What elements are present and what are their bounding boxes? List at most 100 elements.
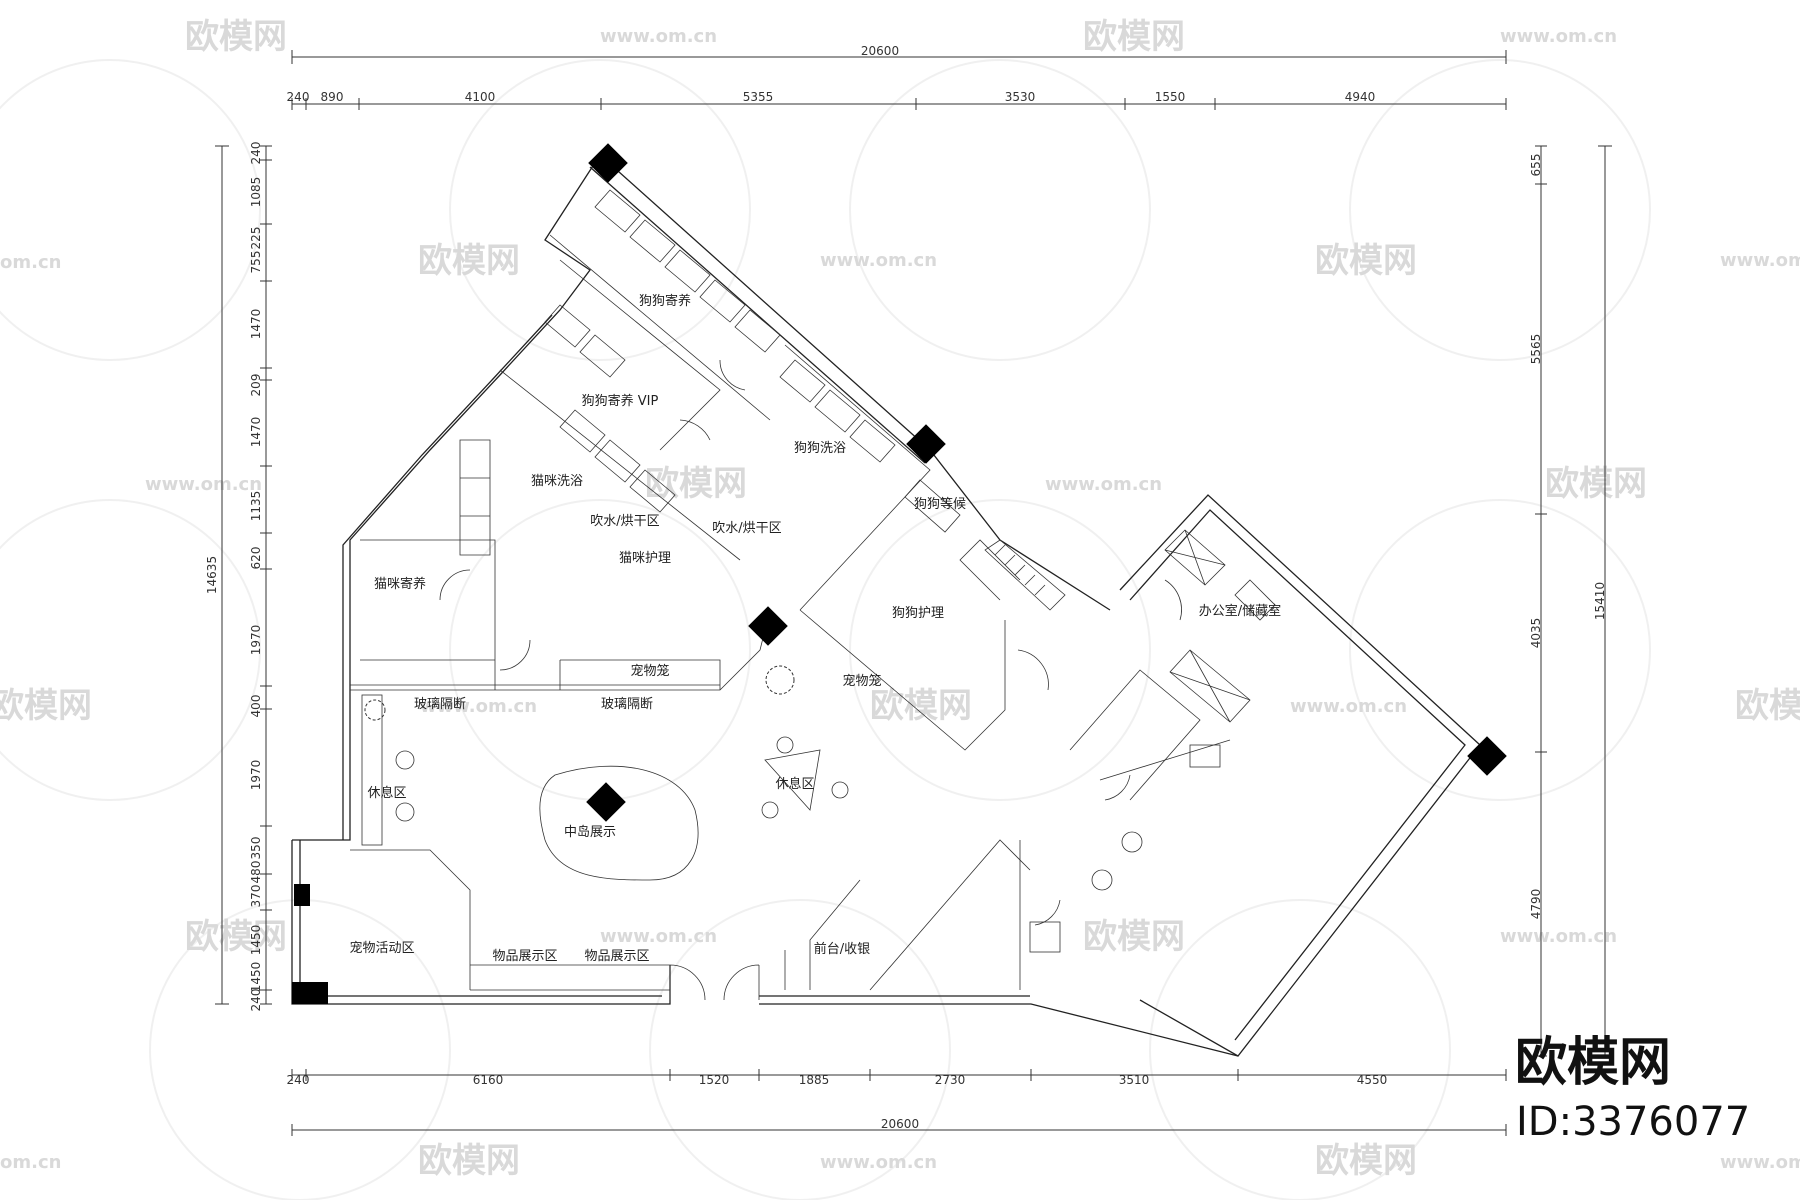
column <box>1467 736 1507 776</box>
right-dimension: 5565 <box>1529 334 1543 365</box>
sink <box>1189 744 1221 768</box>
watermark-brand: 欧模网 <box>185 917 287 957</box>
watermark-brand: 欧模网 <box>1315 1141 1417 1181</box>
room-label-cat-care: 猫咪护理 <box>619 551 671 566</box>
room-label-dog-care: 狗狗护理 <box>892 606 944 621</box>
cat-cabinet <box>459 439 491 556</box>
office-furniture <box>1029 529 1276 953</box>
watermark-url: www.om.cn <box>145 474 262 495</box>
room-label-glass-partition: 玻璃隔断 <box>601 697 653 712</box>
structural-columns <box>292 143 1507 1004</box>
exterior-wall-south-west <box>291 840 671 1005</box>
rest-chair <box>395 802 415 822</box>
column <box>906 424 946 464</box>
left-dimension: 1135 <box>249 491 263 522</box>
brand-logo: 欧模网 <box>1515 1033 1671 1093</box>
bottom-total-dimension: 20600 <box>881 1117 919 1131</box>
watermark-url: www.om.cn <box>420 696 537 717</box>
partition-south-diagonal <box>869 839 1031 991</box>
partition-pet-activity <box>350 849 471 990</box>
boarding-door <box>679 419 711 441</box>
room-label-pet-activity: 宠物活动区 <box>349 940 414 956</box>
column <box>292 982 328 1004</box>
bath-cage-row <box>779 359 961 533</box>
top-dimension: 240 <box>287 90 310 104</box>
room-label-blow-dry: 吹水/烘干区 <box>590 514 659 529</box>
room-label-dog-bath: 狗狗洗浴 <box>794 441 846 456</box>
plant <box>364 699 386 721</box>
bottom-dimension: 240 <box>287 1073 310 1087</box>
bottom-dimension: 1885 <box>799 1073 830 1087</box>
room-labels: 狗狗寄养 狗狗寄养 VIP 狗狗洗浴 猫咪洗浴 吹水/烘干区 吹水/烘干区 猫咪… <box>349 293 1281 964</box>
partition-boarding <box>549 234 771 421</box>
top-total-dimension: 20600 <box>861 44 899 58</box>
exterior-wall-west-diagonal <box>292 154 601 841</box>
left-dimension: 370 <box>249 885 263 908</box>
watermark-url: www.om.cn <box>1720 1152 1800 1173</box>
watermark-url: www.om.cn <box>600 926 717 947</box>
partition-vip <box>499 369 741 561</box>
right-dimension: 4035 <box>1529 618 1543 649</box>
interior-wall-west-diagonal <box>342 314 553 840</box>
partition-dog-care <box>799 609 1006 751</box>
exterior-wall-inner-south-west <box>299 840 662 997</box>
left-dimension: 620 <box>249 547 263 570</box>
cat-boarding-door <box>439 569 471 601</box>
room-label-goods-display: 物品展示区 <box>584 949 649 964</box>
toilet-door <box>1104 774 1131 801</box>
room-label-dog-boarding-vip: 狗狗寄养 VIP <box>582 393 659 409</box>
watermark-arcs <box>0 59 1651 1200</box>
left-dimension: 1450 <box>249 925 263 956</box>
rest-table <box>764 749 821 811</box>
vip-cage-row <box>544 304 676 513</box>
left-dimension: 480 <box>249 861 263 884</box>
bottom-dimension: 3510 <box>1119 1073 1150 1087</box>
watermark-brand: 欧模网 <box>1083 917 1185 957</box>
watermark-brand: 欧模网 <box>870 686 972 726</box>
bottom-dimension: 6160 <box>473 1073 504 1087</box>
left-dimension: 240 <box>249 989 263 1012</box>
left-total-dimension: 14635 <box>205 556 219 594</box>
watermark-brand: 欧模网 <box>1545 464 1647 504</box>
room-label-cat-bath: 猫咪洗浴 <box>531 474 583 489</box>
entrance-door <box>669 964 706 1001</box>
partition-toilet <box>1069 669 1201 801</box>
dog-care-door <box>1017 649 1049 691</box>
watermark-layer: 欧模网 欧模网 www.om.cn www.om.cn om.cn 欧模网 ww… <box>0 17 1800 1200</box>
watermark-brand: 欧模网 <box>418 1141 520 1181</box>
watermark-url: www.om.cn <box>820 1152 937 1173</box>
staircase <box>984 539 1066 611</box>
dog-cages <box>544 189 961 533</box>
island-display-outline <box>539 765 699 881</box>
right-total-dimension: 15410 <box>1593 582 1607 620</box>
storage-crate <box>1164 529 1226 586</box>
office-chair <box>1234 579 1276 621</box>
watermark-url: www.om.cn <box>820 250 937 271</box>
right-dimension: 4790 <box>1529 889 1543 920</box>
room-label-dog-waiting: 狗狗等候 <box>914 496 966 512</box>
left-dimension: 350 <box>249 837 263 860</box>
room-label-glass-partition: 玻璃隔断 <box>414 697 466 712</box>
stair-steps <box>994 544 1046 596</box>
left-dimension: 1470 <box>249 309 263 340</box>
rest-chair <box>831 781 849 799</box>
basin <box>1121 831 1143 853</box>
interior-wall-office <box>1129 509 1466 1041</box>
top-dimension: 5355 <box>743 90 774 104</box>
watermark-brand: 欧模网 <box>1083 17 1185 57</box>
room-label-rest-area: 休息区 <box>367 785 406 801</box>
partition-dog-bath <box>784 344 931 611</box>
left-dimension: 225 <box>249 227 263 250</box>
watermark-brand: 欧模网 <box>1735 686 1800 726</box>
office-door <box>1164 579 1182 621</box>
exterior-wall-south <box>759 1003 1239 1057</box>
top-dimension: 4100 <box>465 90 496 104</box>
pet-cage-box <box>560 659 721 690</box>
partition-cat-boarding <box>360 539 496 690</box>
left-dimension: 209 <box>249 374 263 397</box>
toilet <box>1029 921 1061 953</box>
partition-office-divider <box>1099 739 1231 781</box>
room-label-dog-boarding: 狗狗寄养 <box>639 293 691 309</box>
column <box>588 143 628 183</box>
